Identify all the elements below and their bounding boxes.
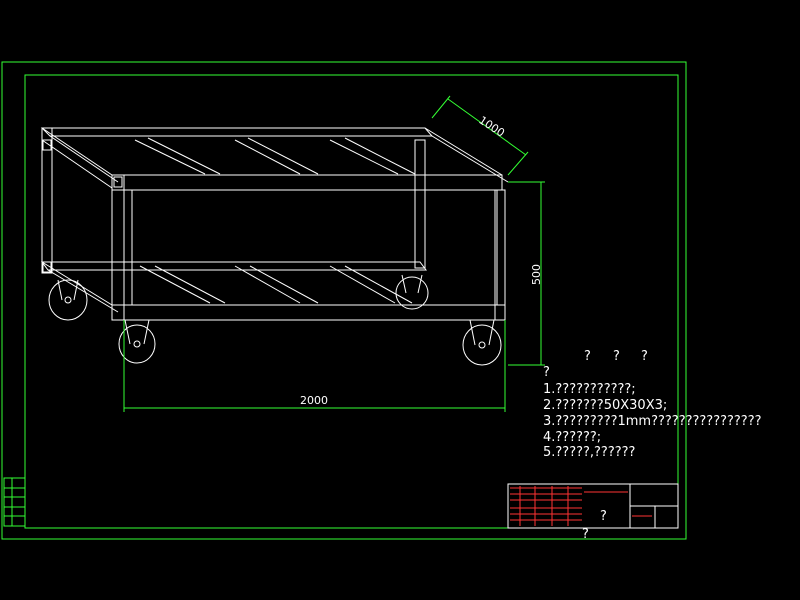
notes-heading-mark-2: ?	[613, 349, 620, 364]
title-block-bottom-mark: ?	[582, 527, 589, 542]
caster-wheels	[48, 274, 502, 366]
note-line-3: 3.?????????1mm????????????????	[543, 414, 762, 429]
inner-border	[24, 74, 679, 529]
note-line-4: 4.??????;	[543, 430, 601, 445]
left-margin-table	[3, 477, 26, 527]
dimension-length: 2000	[123, 320, 506, 412]
wheel-back-left	[48, 279, 88, 321]
wheel-front-left	[118, 319, 156, 364]
note-line-5: 5.?????,??????	[543, 445, 635, 460]
outer-border	[1, 61, 687, 540]
cart-frame	[40, 127, 509, 321]
dim-label-length: 2000	[300, 394, 328, 407]
wheel-back-right	[395, 274, 429, 310]
sheet-frame	[1, 61, 687, 540]
title-block-center-mark: ?	[600, 509, 607, 524]
dim-label-width: 1000	[476, 114, 507, 140]
notes-subheading: ?	[543, 365, 550, 380]
dimension-height: 500	[508, 181, 545, 366]
technical-notes: ? ? ? ? 1.???????????; 2.???????50X30X3;…	[543, 349, 762, 460]
dimension-width: 1000	[431, 95, 529, 176]
notes-heading-mark-3: ?	[641, 349, 648, 364]
title-block: ? ?	[507, 483, 679, 542]
notes-heading-mark-1: ?	[584, 349, 591, 364]
dim-label-height: 500	[530, 264, 543, 285]
note-line-2: 2.???????50X30X3;	[543, 398, 667, 413]
note-line-1: 1.???????????;	[543, 382, 636, 397]
wheel-front-right	[462, 319, 502, 366]
